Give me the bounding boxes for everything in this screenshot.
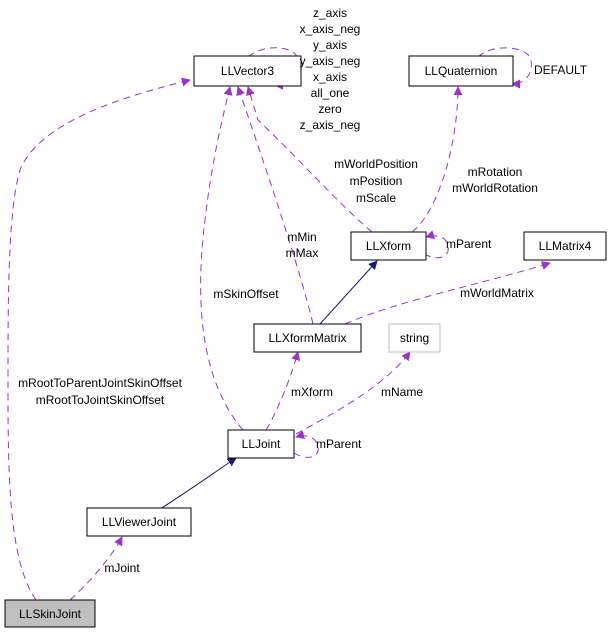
label-joint-self: mParent (316, 437, 362, 451)
label-xform-self: mParent (446, 237, 492, 251)
label-xformmatrix-to-vector: mMin mMax (286, 230, 319, 260)
edge-label: y_axis (313, 38, 347, 52)
node-label: string (400, 331, 429, 345)
node-string[interactable]: string (388, 323, 441, 353)
edge-xform-to-vector (246, 86, 373, 233)
edge-xform-to-quaternion (411, 86, 463, 233)
node-llxform[interactable]: LLXform (350, 231, 427, 261)
edge-label: x_axis (313, 70, 347, 84)
edge-label: z_axis_neg (300, 118, 361, 132)
edge-label: mMax (286, 246, 319, 260)
edge-xformmatrix-inherits-xform (319, 260, 378, 325)
edge-label: mScale (356, 191, 396, 205)
node-llvector3[interactable]: LLVector3 (193, 55, 302, 87)
edge-quaternion-self (477, 47, 532, 89)
edge-label: mMin (287, 230, 316, 244)
node-llviewerjoint[interactable]: LLViewerJoint (86, 507, 192, 537)
edge-label: mRootToParentJointSkinOffset (18, 376, 183, 390)
edge-xform-self (423, 230, 449, 259)
label-quaternion-self: DEFAULT (534, 63, 588, 77)
node-llskinjoint[interactable]: LLSkinJoint (4, 599, 96, 628)
edge-joint-self (293, 430, 319, 458)
node-label: LLMatrix4 (539, 239, 592, 253)
edge-joint-to-string (295, 351, 411, 435)
label-xform-to-quaternion: mRotation mWorldRotation (452, 165, 538, 195)
node-label: LLXformMatrix (268, 331, 346, 345)
label-vector-self: z_axis x_axis_neg y_axis y_axis_neg x_ax… (300, 6, 361, 132)
edge-label: zero (318, 102, 342, 116)
edge-label: z_axis (313, 6, 347, 20)
edge-label: y_axis_neg (300, 54, 361, 68)
node-label: LLQuaternion (425, 64, 498, 78)
node-llxformmatrix[interactable]: LLXformMatrix (253, 323, 362, 353)
label-xform-to-vector: mWorldPosition mPosition mScale (334, 157, 418, 205)
edge-label: mPosition (350, 174, 403, 188)
edge-viewerjoint-inherits-joint (159, 457, 237, 510)
edge-joint-to-xformmatrix (265, 351, 301, 431)
edge-label: mRootToJointSkinOffset (36, 393, 165, 407)
node-label: LLViewerJoint (102, 515, 177, 529)
edge-vector-self (247, 47, 301, 90)
edge-label: x_axis_neg (300, 22, 361, 36)
edge-skinjoint-to-vector (7, 77, 191, 601)
node-llmatrix4[interactable]: LLMatrix4 (523, 231, 607, 261)
label-skinjoint-to-vector: mRootToParentJointSkinOffset mRootToJoin… (18, 376, 183, 407)
node-label: LLJoint (242, 437, 281, 451)
label-joint-to-xformmatrix: mXform (291, 385, 333, 399)
node-llquaternion[interactable]: LLQuaternion (408, 55, 514, 87)
label-skinjoint-to-viewerjoint: mJoint (104, 561, 140, 575)
label-xformmatrix-to-matrix4: mWorldMatrix (460, 286, 534, 300)
edge-joint-to-vector (200, 86, 244, 431)
node-label: LLSkinJoint (19, 607, 82, 621)
edge-label: mWorldRotation (452, 181, 538, 195)
edge-label: all_one (311, 86, 350, 100)
label-joint-to-string: mName (381, 385, 423, 399)
edge-label: mWorldPosition (334, 157, 418, 171)
edge-label: mRotation (468, 165, 523, 179)
edge-skinjoint-to-viewerjoint (69, 536, 123, 601)
label-joint-to-vector: mSkinOffset (213, 287, 279, 301)
edge-xformmatrix-to-vector (236, 86, 314, 325)
node-label: LLXform (366, 239, 411, 253)
node-lljoint[interactable]: LLJoint (227, 429, 295, 459)
node-label: LLVector3 (221, 64, 274, 78)
